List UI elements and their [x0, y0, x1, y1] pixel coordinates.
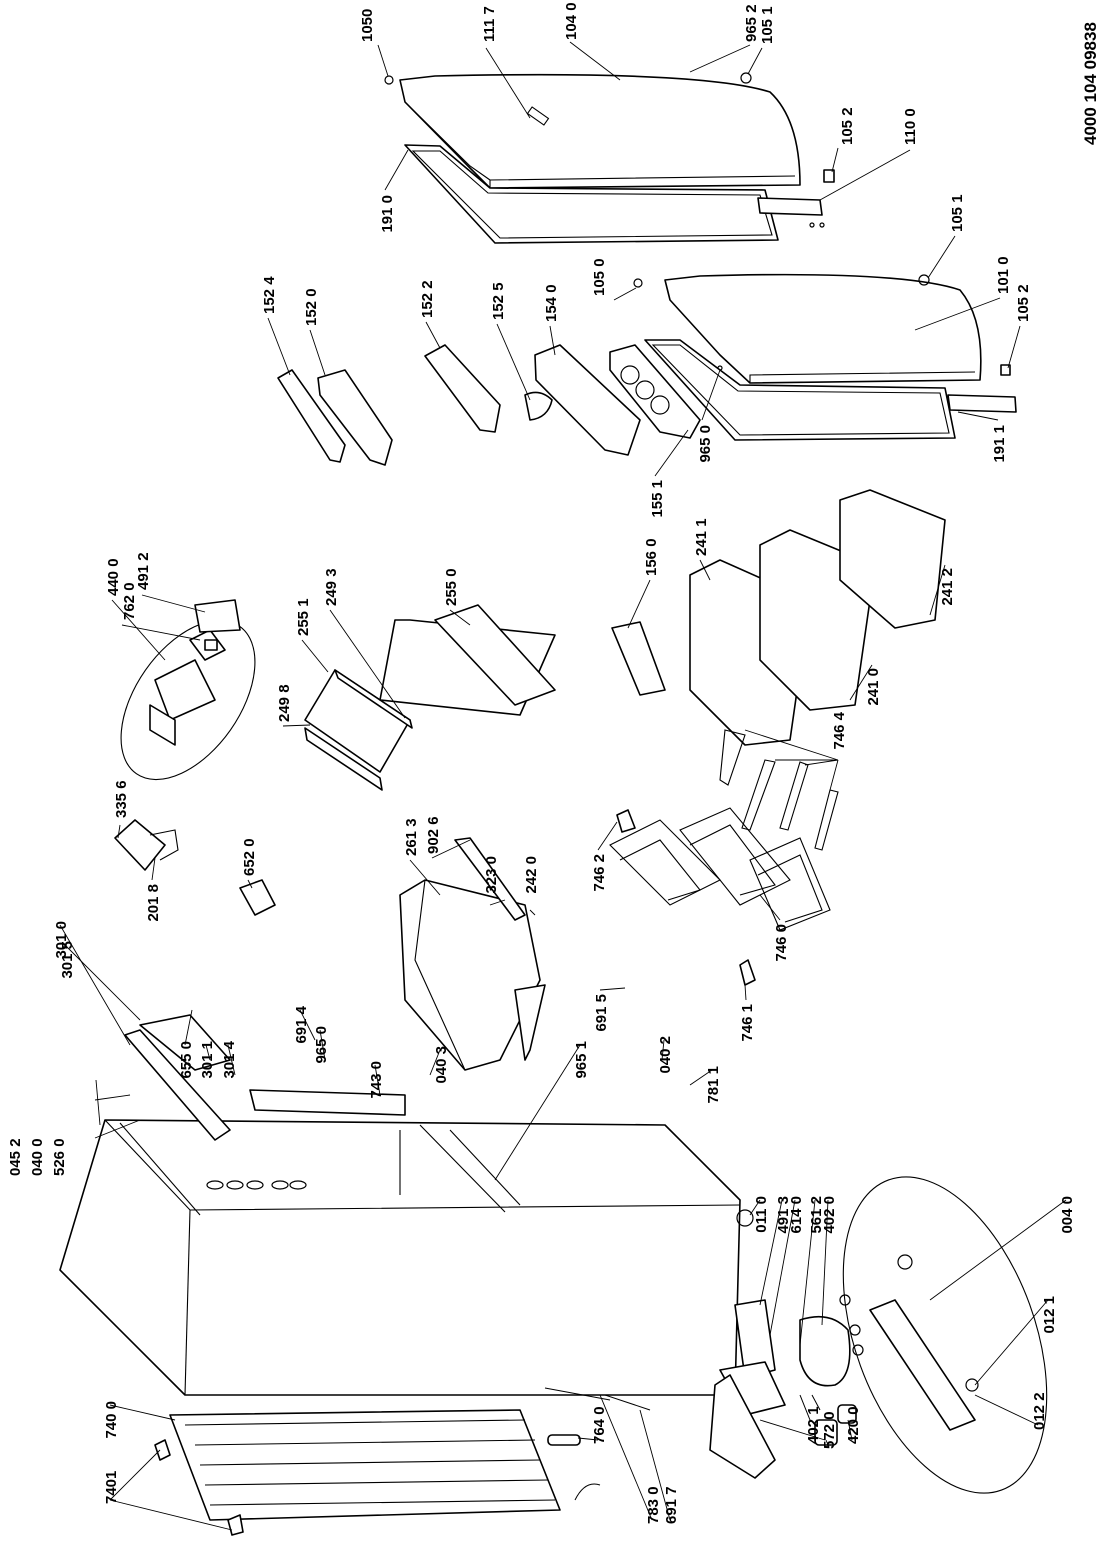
- callout-3015: 301 5: [59, 941, 76, 979]
- callout-1560: 156 0: [643, 538, 660, 576]
- callout-5260: 526 0: [51, 1138, 68, 1176]
- callout-2410: 241 0: [865, 668, 882, 706]
- callout-0402: 040 2: [657, 1036, 674, 1074]
- lower-gasket-drawing: [644, 339, 1017, 441]
- callout-4200: 420 0: [845, 1406, 862, 1444]
- upper-gasket-drawing: [404, 144, 779, 244]
- callout-4913: 491 3: [775, 1196, 792, 1234]
- callout-6914: 691 4: [293, 1005, 310, 1043]
- callout-1050b: 105 0: [591, 258, 608, 296]
- callout-1540: 154 0: [543, 284, 560, 322]
- compressor-drawing: [719, 1209, 864, 1446]
- callout-1100: 110 0: [902, 108, 919, 145]
- callout-1911: 191 1: [991, 425, 1008, 463]
- callout-5720: 572 0: [821, 1411, 838, 1449]
- callout-0110: 011 0: [753, 1196, 770, 1233]
- callout-1052b: 105 2: [1015, 284, 1032, 322]
- callout-3014: 301 4: [221, 1040, 238, 1078]
- callout-7401: 7401: [103, 1471, 120, 1504]
- callout-1040: 104 0: [563, 2, 580, 40]
- callout-1525: 152 5: [490, 282, 507, 320]
- callout-1051a: 105 1: [759, 6, 776, 44]
- callout-0403: 040 3: [433, 1046, 450, 1084]
- callout-7640: 764 0: [591, 1406, 608, 1444]
- base-plate-drawing: [842, 1176, 1048, 1494]
- callout-2420: 242 0: [523, 856, 540, 894]
- callout-0400: 040 0: [29, 1138, 46, 1176]
- callout-7462: 746 2: [591, 854, 608, 892]
- callout-7460: 746 0: [773, 924, 790, 962]
- callout-4912: 491 2: [135, 552, 152, 590]
- callout-2550: 255 0: [443, 568, 460, 606]
- callout-0040: 004 0: [1059, 1196, 1076, 1234]
- callout-9651: 965 1: [573, 1041, 590, 1079]
- leader-lines: [59, 41, 1067, 1531]
- callout-1052a: 105 2: [839, 107, 856, 145]
- callout-3356: 335 6: [113, 780, 130, 818]
- callout-4020: 402 0: [821, 1196, 838, 1234]
- callout-5612: 561 2: [808, 1196, 825, 1234]
- callout-7830: 783 0: [645, 1486, 662, 1524]
- callout-6917: 691 7: [663, 1486, 680, 1524]
- condenser-drawing: [154, 1409, 561, 1536]
- upper-door-drawing: [399, 73, 801, 189]
- callout-4021: 402 1: [805, 1406, 822, 1444]
- callout-6915: 691 5: [593, 994, 610, 1032]
- callout-2411: 241 1: [693, 518, 710, 556]
- callout-9026: 902 6: [425, 816, 442, 854]
- small-electrical-parts-drawing: [114, 819, 276, 916]
- callout-1050: 1050: [359, 9, 376, 42]
- callout-1051b: 105 1: [949, 194, 966, 232]
- callout-1522: 152 2: [419, 280, 436, 318]
- door-shelf-drawings: [277, 344, 701, 466]
- callout-6550: 655 0: [178, 1041, 195, 1079]
- callout-2613: 261 3: [403, 818, 420, 856]
- callout-7811: 781 1: [705, 1066, 722, 1104]
- drawer-drawings: [399, 489, 946, 1071]
- callout-3230: 323 0: [483, 856, 500, 894]
- callout-1117: 111 7: [481, 6, 498, 42]
- callout-3010: 301 0: [53, 921, 70, 959]
- callout-9652: 965 2: [743, 4, 760, 42]
- lower-door-drawing: [633, 273, 982, 384]
- callout-0122: 012 2: [1031, 1392, 1048, 1430]
- door-bin-drawing: [709, 1374, 776, 1479]
- document-number: 4000 104 09838: [1081, 22, 1100, 145]
- callout-7461: 746 1: [739, 1004, 756, 1042]
- callout-6140: 614 0: [788, 1196, 805, 1234]
- callout-1551: 155 1: [649, 480, 666, 518]
- tube-drawings: [544, 1387, 651, 1501]
- callout-1524: 152 4: [261, 276, 278, 314]
- callout-1910: 191 0: [379, 195, 396, 233]
- callout-2412: 241 2: [939, 568, 956, 606]
- callout-2498: 249 8: [276, 684, 293, 722]
- callout-7464: 746 4: [831, 711, 848, 749]
- callout-2551: 255 1: [295, 598, 312, 636]
- cabinet-drawing: [59, 1119, 741, 1396]
- callout-labels: 1050 111 7 104 0 965 2 105 1 105 2 110 0…: [7, 2, 1076, 1524]
- callout-4400: 440 0: [105, 558, 122, 596]
- callout-2018: 201 8: [145, 884, 162, 922]
- callout-0452: 045 2: [7, 1138, 24, 1176]
- callout-7400: 740 0: [103, 1401, 120, 1439]
- callout-2493: 249 3: [323, 568, 340, 606]
- callout-0121: 012 1: [1041, 1296, 1058, 1334]
- callout-1520: 152 0: [303, 288, 320, 326]
- callout-1010: 101 0: [995, 256, 1012, 294]
- callout-9650b: 965 0: [313, 1026, 330, 1064]
- wire-rack-drawings: [609, 729, 839, 986]
- callout-7620: 762 0: [121, 582, 138, 620]
- callout-3011: 301 1: [199, 1041, 216, 1079]
- callout-6520: 652 0: [241, 838, 258, 876]
- callout-9650a: 965 0: [697, 425, 714, 463]
- glass-shelf-drawings: [304, 604, 556, 791]
- callout-7430: 743 0: [368, 1061, 385, 1099]
- upper-hinge-drawing: [384, 72, 835, 228]
- top-cover-drawing: [124, 1014, 406, 1141]
- control-module-drawing: [120, 599, 256, 781]
